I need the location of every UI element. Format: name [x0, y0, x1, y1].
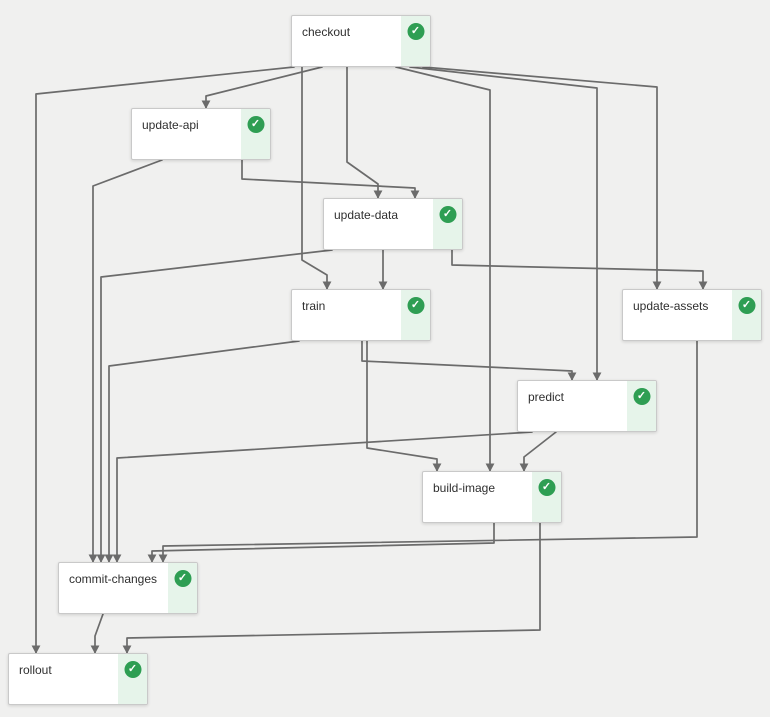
- node-train[interactable]: train ✓: [291, 289, 431, 341]
- node-build-image[interactable]: build-image ✓: [422, 471, 562, 523]
- status-strip: ✓: [401, 290, 430, 340]
- edge-update-assets--commit-changes: [158, 340, 698, 563]
- node-predict[interactable]: predict ✓: [517, 380, 657, 432]
- check-circle-icon: ✓: [538, 479, 555, 496]
- node-commit-changes[interactable]: commit-changes ✓: [58, 562, 198, 614]
- stage-node-label: update-data: [334, 208, 399, 222]
- stage-node-label: predict: [528, 390, 565, 404]
- check-circle-icon: ✓: [407, 23, 424, 40]
- status-strip: ✓: [627, 381, 656, 431]
- stage-node-label: train: [302, 299, 326, 313]
- check-circle-icon: ✓: [407, 297, 424, 314]
- node-update-assets[interactable]: update-assets ✓: [622, 289, 762, 341]
- edge-checkout--update-assets: [422, 66, 662, 290]
- edge-predict--build-image: [519, 431, 557, 472]
- status-strip: ✓: [168, 563, 197, 613]
- stage-node-label: build-image: [433, 481, 496, 495]
- status-strip: ✓: [118, 654, 147, 704]
- status-strip: ✓: [732, 290, 761, 340]
- check-circle-icon: ✓: [247, 116, 264, 133]
- edge-checkout--train: [301, 66, 332, 290]
- check-circle-icon: ✓: [439, 206, 456, 223]
- node-rollout[interactable]: rollout ✓: [8, 653, 148, 705]
- edge-update-api--update-data: [241, 159, 420, 199]
- check-circle-icon: ✓: [174, 570, 191, 587]
- stage-node-label: update-api: [142, 118, 199, 132]
- node-update-api[interactable]: update-api ✓: [131, 108, 271, 160]
- edge-build-image--commit-changes: [147, 522, 495, 563]
- stage-node-label: commit-changes: [69, 572, 158, 586]
- edge-commit-changes--rollout: [90, 613, 104, 654]
- stage-node-label: checkout: [302, 25, 351, 39]
- edge-update-api--commit-changes: [88, 159, 163, 563]
- check-circle-icon: ✓: [738, 297, 755, 314]
- edge-update-data--update-assets: [451, 249, 708, 290]
- status-strip: ✓: [401, 16, 430, 66]
- edge-train--commit-changes: [104, 340, 300, 563]
- status-strip: ✓: [241, 109, 270, 159]
- stage-node-label: rollout: [19, 663, 52, 677]
- edge-checkout--build-image: [395, 66, 495, 472]
- edge-checkout--update-api: [201, 66, 323, 109]
- edge-train--build-image: [366, 340, 442, 472]
- node-update-data[interactable]: update-data ✓: [323, 198, 463, 250]
- status-strip: ✓: [532, 472, 561, 522]
- check-circle-icon: ✓: [124, 661, 141, 678]
- stage-node-label: update-assets: [633, 299, 709, 313]
- check-circle-icon: ✓: [633, 388, 650, 405]
- edge-checkout--update-data: [346, 66, 383, 199]
- edge-train--predict: [361, 340, 577, 381]
- status-strip: ✓: [433, 199, 462, 249]
- node-checkout[interactable]: checkout ✓: [291, 15, 431, 67]
